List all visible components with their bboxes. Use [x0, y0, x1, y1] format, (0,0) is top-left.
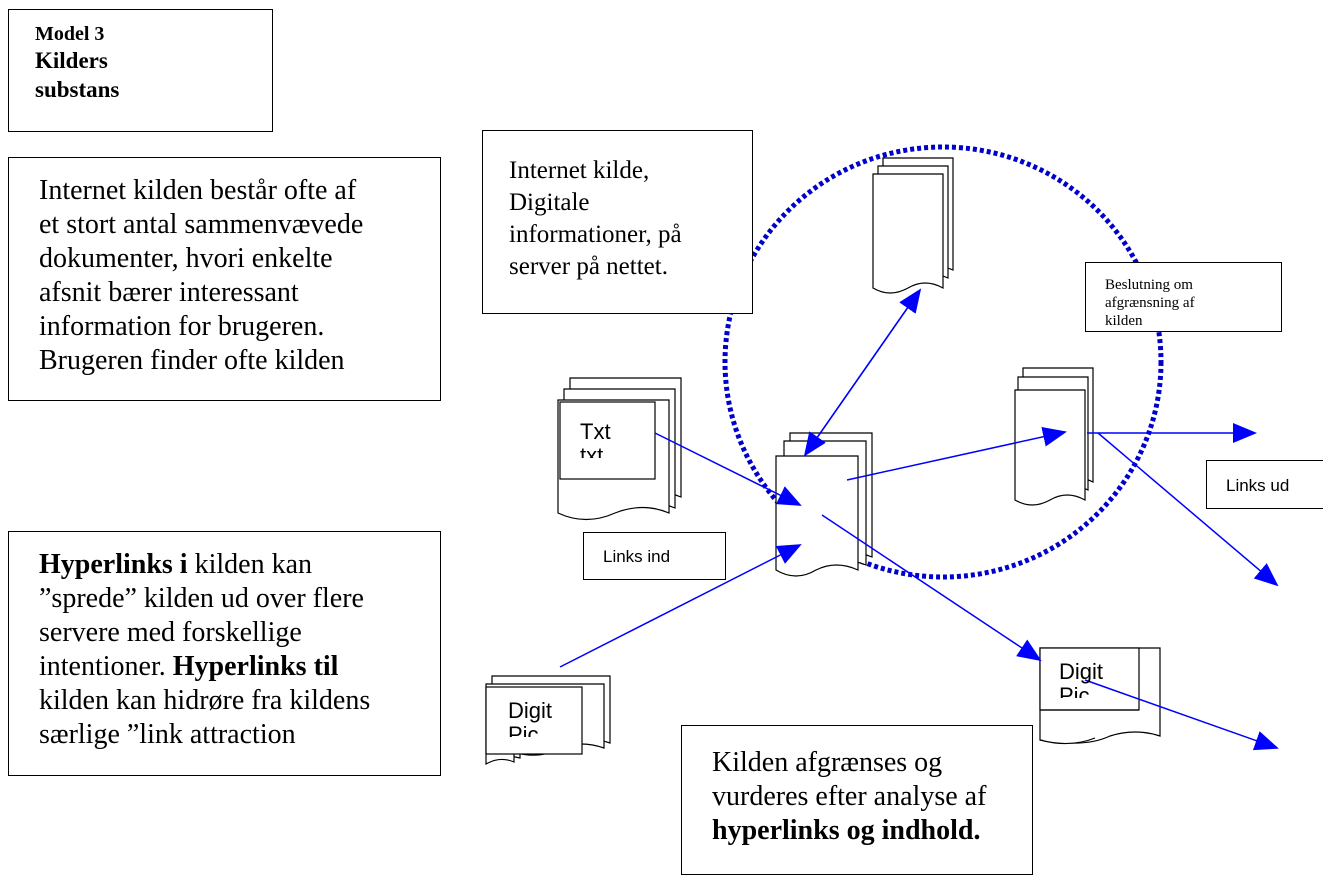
left-pic-label: Digit Pic: [508, 698, 553, 738]
hyperlinks-note-line: ”sprede” kilden ud over flere: [39, 583, 364, 614]
hyperlink-arrows: [559, 288, 1279, 751]
internet-source-line: Internet kilde,: [509, 157, 650, 184]
right-pic-label: Digit Pic: [1059, 659, 1104, 699]
arrow-center-to-right: [846, 426, 1067, 481]
left-pic-line1: Digit: [508, 698, 553, 723]
description-line: et stort antal sammenvævede: [39, 209, 364, 240]
arrow-top-to-center: [803, 289, 921, 457]
description-line: Internet kilden består ofte af: [39, 175, 357, 206]
hyperlinks-note-box: Hyperlinks i kilden kan ”sprede” kilden …: [8, 531, 441, 776]
model-title-line2: substans: [35, 77, 120, 102]
decision-line: afgrænsning af: [1105, 295, 1195, 311]
arrow-leftpic-to-center: [559, 544, 802, 668]
decision-box: Beslutning om afgrænsning af kilden: [1085, 262, 1282, 332]
links-out-box: Links ud: [1206, 460, 1323, 509]
conclusion-line-bold: hyperlinks og indhold.: [712, 815, 981, 846]
description-line: Brugeren finder ofte kilden: [39, 345, 345, 376]
left-pic-line2: Pic: [508, 723, 539, 737]
links-in-label: Links ind: [603, 547, 671, 566]
description-box: Internet kilden består ofte af et stort …: [8, 157, 441, 401]
txt-doc-line1: Txt: [580, 419, 611, 444]
hyperlinks-note-line: særlige ”link attraction: [39, 719, 296, 750]
txt-document-stack: [557, 377, 682, 521]
internet-source-line: server på nettet.: [509, 253, 668, 280]
hyperlinks-bold-2: Hyperlinks til: [172, 651, 339, 682]
top-document-stack: [872, 157, 954, 294]
txt-doc-label: Txt txt: [580, 419, 611, 459]
source-boundary-circle: [722, 144, 1164, 580]
hyperlinks-text-4: intentioner.: [39, 651, 173, 682]
right-pic-line1: Digit: [1059, 659, 1104, 684]
txt-doc-line2: txt: [580, 444, 604, 458]
arrow-center-to-rightpic: [821, 514, 1042, 662]
left-pic-document: [485, 675, 611, 766]
model-title-box: Model 3 Kilders substans: [8, 9, 273, 132]
description-line: dokumenter, hvori enkelte: [39, 243, 333, 274]
links-out-label: Links ud: [1226, 476, 1290, 495]
decision-line: Beslutning om: [1105, 277, 1193, 293]
conclusion-line: vurderes efter analyse af: [712, 781, 987, 812]
description-line: afsnit bærer interessant: [39, 277, 299, 308]
internet-source-line: informationer, på: [509, 221, 682, 248]
hyperlinks-text-1: kilden kan: [187, 549, 313, 580]
hyperlinks-note-line: Hyperlinks i kilden kan: [39, 548, 440, 582]
description-line: information for brugeren.: [39, 311, 325, 342]
hyperlinks-bold-1: Hyperlinks i: [39, 549, 188, 580]
decision-line: kilden: [1105, 313, 1143, 329]
right-pic-line2: Pic: [1059, 684, 1090, 698]
hyperlinks-note-line: intentioner. Hyperlinks til: [39, 650, 440, 684]
right-document-stack: [1014, 367, 1094, 506]
internet-source-box: Internet kilde, Digitale informationer, …: [482, 130, 753, 314]
conclusion-line: Kilden afgrænses og: [712, 747, 943, 778]
center-document-stack: [775, 432, 873, 577]
right-pic-document: [1039, 647, 1161, 745]
arrow-txt-to-center: [654, 432, 802, 506]
model-title-line1: Kilders: [35, 48, 108, 73]
arrow-rightpic-out: [1084, 679, 1279, 751]
links-in-box: Links ind: [583, 532, 726, 580]
hyperlinks-note-line: servere med forskellige: [39, 617, 302, 648]
hyperlinks-note-line: kilden kan hidrøre fra kildens: [39, 685, 371, 716]
conclusion-box: Kilden afgrænses og vurderes efter analy…: [681, 725, 1033, 875]
arrow-right-out-2: [1097, 432, 1279, 587]
internet-source-line: Digitale: [509, 189, 590, 216]
model-number: Model 3: [35, 23, 105, 45]
